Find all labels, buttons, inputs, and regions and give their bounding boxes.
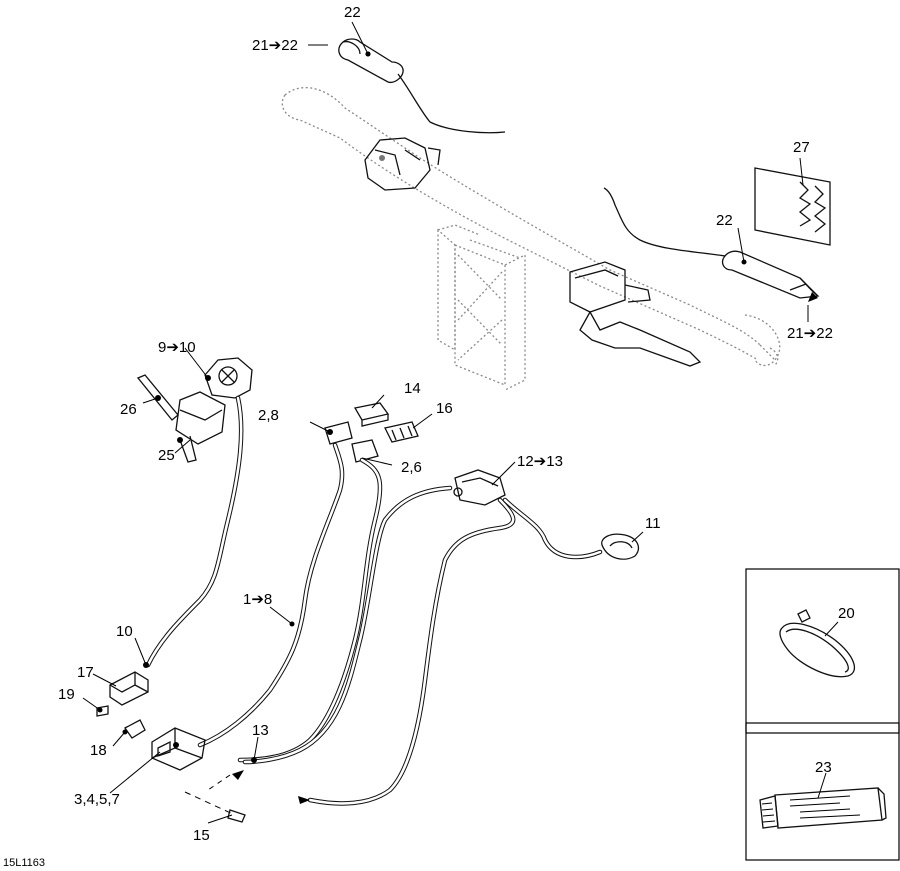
thermistor <box>601 533 639 560</box>
grip-heater-top <box>338 38 506 134</box>
callout-17: 17 <box>77 664 94 681</box>
callout-27: 27 <box>793 139 810 156</box>
main-connector-block <box>151 727 206 771</box>
callout-10: 10 <box>116 623 133 640</box>
connector-set <box>324 402 419 463</box>
cable-tie <box>779 609 856 678</box>
callout-12-13: 12➔13 <box>517 453 563 470</box>
callout-15: 15 <box>193 827 210 844</box>
left-switch-housing <box>364 137 441 191</box>
callout-1-8: 1➔8 <box>243 591 272 608</box>
callout-18: 18 <box>90 742 107 759</box>
callout-23: 23 <box>815 759 832 776</box>
callout-2-6: 2,6 <box>401 459 422 476</box>
callout-26: 26 <box>120 401 137 418</box>
leader-lines <box>82 21 839 824</box>
relay <box>453 469 506 506</box>
callout-22-right: 22 <box>716 212 733 229</box>
callout-20: 20 <box>838 605 855 622</box>
callout-22-top: 22 <box>344 4 361 21</box>
main-harness <box>197 442 603 806</box>
callout-21-22-right: 21➔22 <box>787 325 833 342</box>
grease-tube <box>759 787 887 829</box>
switch-wire <box>145 395 244 668</box>
brake-master-cylinder <box>569 261 702 367</box>
callout-labels: 22 21➔22 27 22 21➔22 9➔10 26 25 14 2,8 1… <box>3 4 855 869</box>
callout-19: 19 <box>58 686 75 703</box>
figure-code: 15L1163 <box>3 857 45 869</box>
callout-25: 25 <box>158 447 175 464</box>
callout-16: 16 <box>436 400 453 417</box>
callout-3-4-5-7: 3,4,5,7 <box>74 791 120 808</box>
heated-grip-switch <box>136 357 253 463</box>
connector-18 <box>124 719 146 739</box>
box-grease-tube <box>745 722 900 861</box>
connector-17 <box>96 671 149 717</box>
callout-11: 11 <box>645 515 661 532</box>
handlebar-ghost <box>281 87 781 391</box>
callout-9-10: 9➔10 <box>158 339 196 356</box>
decal-sheet <box>754 167 831 246</box>
terminal-15 <box>184 774 246 823</box>
box-cable-tie <box>745 568 900 734</box>
callout-2-8: 2,8 <box>258 407 279 424</box>
callout-13: 13 <box>252 722 269 739</box>
callout-14: 14 <box>404 380 421 397</box>
callout-21-22-top: 21➔22 <box>252 37 298 54</box>
grip-heater-right <box>603 187 820 299</box>
